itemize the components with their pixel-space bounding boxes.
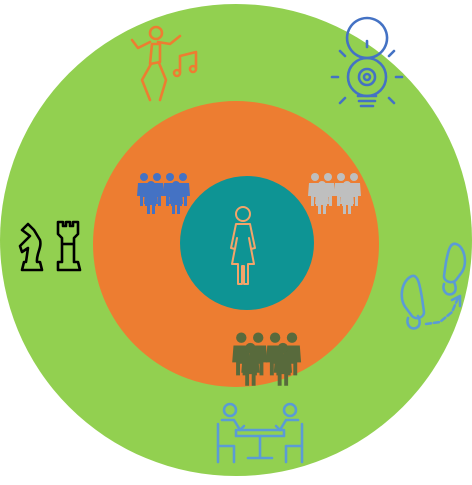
footprints-icon xyxy=(400,242,467,330)
person-icon xyxy=(230,206,256,285)
chess-pieces-icon xyxy=(18,220,82,272)
lightbulb-gear-icon xyxy=(330,16,404,108)
center-circle xyxy=(180,176,314,310)
dancer-icon xyxy=(130,25,198,102)
meeting-table-icon xyxy=(216,402,304,464)
